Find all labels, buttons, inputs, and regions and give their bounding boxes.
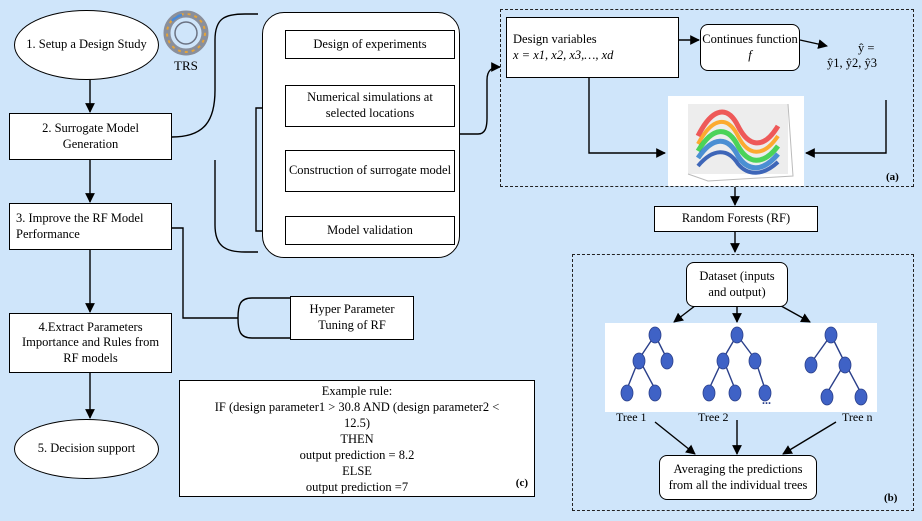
treen-node [820, 388, 834, 406]
design-variables-expression: x = x1, x2, x3,…, xd [513, 47, 614, 62]
trees-ellipsis: ... [762, 393, 771, 407]
design-variables-title: Design variables [513, 31, 597, 46]
tree2-node [716, 352, 730, 370]
rule-line-7: output prediction =7 [305, 479, 409, 494]
construction-surrogate-box: Construction of surrogate model [285, 150, 455, 192]
step-improve-label: 3. Improve the RF Model Performance [16, 210, 144, 241]
random-forests-label: Random Forests (RF) [681, 211, 791, 226]
tree1-node [632, 352, 646, 370]
step-surrogate-model: 2. Surrogate Model Generation [9, 113, 172, 160]
continuous-function-box: Continues function f [700, 24, 800, 71]
treen-node [854, 388, 868, 406]
rule-line-6: ELSE [342, 463, 372, 478]
treen-node [824, 326, 838, 344]
step-extract-parameters: 4.Extract Parameters Importance and Rule… [9, 313, 172, 373]
averaging-label: Averaging the predictions from all the i… [668, 461, 808, 492]
tree2-node [702, 384, 716, 402]
tree2-node [728, 384, 742, 402]
model-validation-box: Model validation [285, 216, 455, 245]
doe-box: Design of experiments [285, 30, 455, 59]
step-setup-label: 1. Setup a Design Study [26, 37, 147, 52]
tree-2-label: Tree 2 [698, 410, 729, 424]
rule-line-1: Example rule: [321, 383, 393, 398]
treen-node [838, 356, 852, 374]
tree-n-label: Tree n [842, 410, 873, 424]
averaging-box: Averaging the predictions from all the i… [659, 455, 817, 500]
tree1-node [620, 384, 634, 402]
step-surrogate-label: 2. Surrogate Model Generation [42, 120, 139, 151]
tree1-node [648, 326, 662, 344]
step-setup-design-study: 1. Setup a Design Study [14, 10, 159, 80]
panel-a-tag: (a) [886, 171, 899, 183]
panel-b-frame [572, 254, 914, 511]
dataset-label: Dataset (inputs and output) [699, 268, 775, 299]
rule-line-5: output prediction = 8.2 [299, 447, 415, 462]
trs-ring-image [163, 10, 209, 56]
step-extract-label: 4.Extract Parameters Importance and Rule… [21, 319, 160, 365]
yhat-line-1: ŷ = [858, 41, 875, 55]
rule-line-4: THEN [340, 431, 374, 446]
treen-node [804, 356, 818, 374]
tree1-node [648, 384, 662, 402]
hyper-parameter-label: Hyper Parameter Tuning of RF [309, 302, 395, 332]
design-variables-box: Design variables x = x1, x2, x3,…, xd [506, 17, 679, 78]
surface-plot-image [668, 96, 804, 186]
hyper-parameter-box: Hyper Parameter Tuning of RF [290, 296, 414, 340]
tree-1-label: Tree 1 [616, 410, 647, 424]
random-forests-box: Random Forests (RF) [654, 206, 818, 232]
dataset-box: Dataset (inputs and output) [686, 262, 788, 307]
tree2-node [748, 352, 762, 370]
construction-surrogate-label: Construction of surrogate model [288, 163, 452, 178]
rule-line-2: IF (design parameter1 > 30.8 AND (design… [214, 399, 500, 414]
function-var: f [748, 47, 752, 62]
model-validation-label: Model validation [327, 222, 413, 237]
panel-c-tag: (c) [515, 476, 528, 489]
numerical-simulation-box: Numerical simulations at selected locati… [285, 85, 455, 127]
decision-trees-graphic [620, 326, 868, 406]
tree2-node [730, 326, 744, 344]
function-label: Continues function [702, 31, 798, 46]
trs-label: TRS [174, 58, 198, 73]
step-decision-label: 5. Decision support [37, 441, 136, 456]
yhat-line-2: ŷ1, ŷ2, ŷ3 [827, 56, 877, 70]
step-improve-rf: 3. Improve the RF Model Performance [9, 203, 172, 250]
tree1-node [660, 352, 674, 370]
step-decision-support: 5. Decision support [14, 419, 159, 479]
example-rule-box: Example rule: IF (design parameter1 > 30… [179, 380, 535, 497]
numerical-simulation-label: Numerical simulations at selected locati… [307, 90, 433, 120]
panel-b-tag: (b) [884, 492, 898, 504]
tree2-node [758, 384, 772, 402]
doe-label: Design of experiments [313, 36, 427, 51]
panel-a-frame [500, 9, 914, 187]
rule-line-3: 12.5) [343, 415, 371, 430]
